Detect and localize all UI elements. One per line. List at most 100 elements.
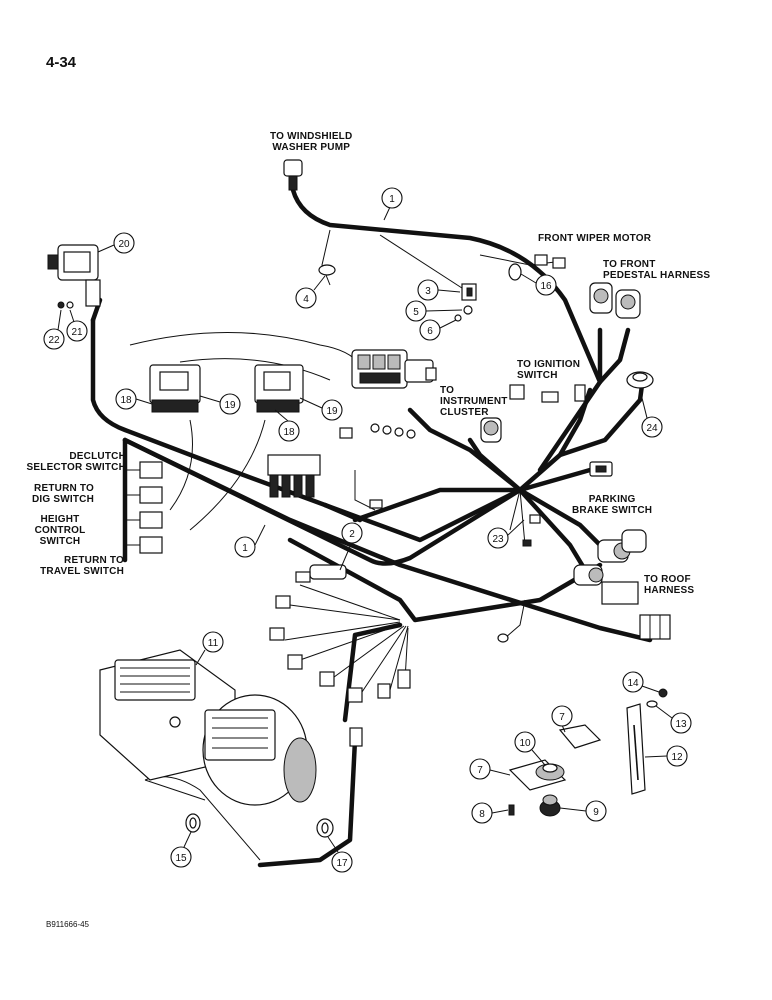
ring-terminals [339, 423, 416, 509]
callout-21: 21 [66, 309, 88, 342]
main-harness [90, 187, 653, 868]
svg-text:21: 21 [71, 327, 83, 338]
relay-20 [47, 244, 101, 309]
round-connector [480, 417, 502, 443]
nut-13-14 [646, 688, 668, 708]
label-parking-brake: PARKING BRAKE SWITCH [572, 494, 653, 516]
svg-text:18: 18 [120, 395, 132, 406]
svg-text:15: 15 [175, 853, 187, 864]
callout-20: 20 [97, 232, 135, 254]
callout-1-bottom: 1 [234, 524, 266, 558]
grommet-24 [626, 371, 654, 389]
svg-text:17: 17 [336, 858, 348, 869]
roof-connector [601, 581, 671, 640]
svg-text:3: 3 [425, 286, 431, 297]
callout-12: 12 [644, 745, 688, 767]
callout-24: 24 [639, 389, 663, 438]
svg-text:13: 13 [675, 719, 687, 730]
svg-text:24: 24 [646, 423, 658, 434]
svg-text:1: 1 [389, 194, 395, 205]
grommet-17 [316, 818, 334, 838]
relay-18-19-left [149, 364, 201, 413]
components [47, 159, 671, 838]
svg-text:12: 12 [671, 752, 683, 763]
svg-text:16: 16 [540, 281, 552, 292]
round-connectors [573, 529, 647, 586]
callout-10: 10 [514, 731, 546, 766]
pedestal-connectors [589, 282, 641, 319]
callout-19-right: 19 [299, 397, 343, 421]
label-instrument-cluster: TO INSTRUMENT CLUSTER [440, 385, 508, 418]
callout-9: 9 [559, 800, 607, 822]
svg-text:18: 18 [283, 427, 295, 438]
svg-text:5: 5 [413, 307, 419, 318]
svg-text:9: 9 [593, 807, 599, 818]
callout-18-right: 18 [274, 409, 300, 442]
ignition-connector [509, 384, 586, 403]
callout-11: 11 [195, 631, 224, 666]
callout-7-lower: 7 [469, 758, 511, 780]
callout-5: 5 [405, 300, 463, 322]
svg-text:22: 22 [48, 335, 60, 346]
washer-pump-connector [283, 159, 303, 191]
grommet-4 [318, 264, 336, 276]
callout-22: 22 [43, 309, 65, 350]
clip-3 [454, 283, 477, 322]
wiper-connector [508, 254, 566, 281]
mount-parts [508, 724, 602, 817]
label-return-dig: RETURN TO DIG SWITCH [32, 483, 94, 505]
label-front-wiper: FRONT WIPER MOTOR [538, 233, 652, 244]
svg-text:6: 6 [427, 326, 433, 337]
label-front-pedestal: TO FRONT PEDESTAL HARNESS [603, 259, 711, 281]
fuse-block [351, 349, 434, 389]
callouts: 1 1 2 3 4 5 6 7 7 8 9 10 11 12 13 14 15 … [43, 187, 692, 873]
relay-18-19-right [254, 364, 304, 413]
callout-1-top: 1 [381, 187, 403, 221]
callout-23: 23 [487, 519, 525, 549]
switch-connectors [139, 461, 163, 554]
callout-6: 6 [419, 319, 457, 341]
callout-8: 8 [471, 802, 509, 824]
parking-brake-connector [589, 461, 613, 477]
svg-text:1: 1 [242, 543, 248, 554]
figure-code: B911666-45 [46, 920, 89, 929]
callout-13: 13 [655, 705, 692, 734]
lower-connectors [269, 595, 509, 747]
blower-11 [99, 649, 317, 806]
svg-text:23: 23 [492, 534, 504, 545]
callout-3: 3 [417, 279, 461, 301]
svg-text:11: 11 [208, 638, 219, 649]
svg-text:2: 2 [349, 529, 355, 540]
page-number: 4-34 [46, 54, 77, 71]
callout-15: 15 [170, 831, 192, 868]
svg-text:10: 10 [519, 738, 531, 749]
label-height-control: HEIGHT CONTROL SWITCH [34, 514, 86, 547]
callout-7-upper: 7 [551, 705, 573, 733]
callout-2: 2 [339, 522, 363, 571]
svg-text:7: 7 [559, 712, 565, 723]
callout-19-left: 19 [199, 393, 241, 415]
cluster-plug [425, 367, 437, 381]
label-windshield-washer: TO WINDSHIELD WASHER PUMP [270, 131, 353, 153]
label-return-travel: RETURN TO TRAVEL SWITCH [40, 555, 124, 577]
fuse-connector-row [267, 454, 321, 498]
bracket-12 [626, 703, 646, 795]
svg-text:7: 7 [477, 765, 483, 776]
grommet-15 [185, 813, 201, 833]
callout-18-left: 18 [115, 388, 153, 410]
svg-text:14: 14 [627, 678, 639, 689]
callout-17: 17 [327, 836, 353, 873]
callout-14: 14 [622, 671, 660, 693]
svg-text:8: 8 [479, 809, 485, 820]
svg-text:19: 19 [326, 406, 338, 417]
label-declutch: DECLUTCH SELECTOR SWITCH [26, 451, 126, 473]
label-ignition: TO IGNITION SWITCH [517, 359, 581, 381]
callout-16: 16 [520, 273, 557, 296]
label-roof-harness: TO ROOF HARNESS [644, 574, 695, 596]
svg-text:19: 19 [224, 400, 236, 411]
callout-4: 4 [295, 275, 326, 309]
svg-text:4: 4 [303, 294, 309, 305]
part-23 [522, 514, 541, 547]
connector-2 [295, 564, 347, 583]
